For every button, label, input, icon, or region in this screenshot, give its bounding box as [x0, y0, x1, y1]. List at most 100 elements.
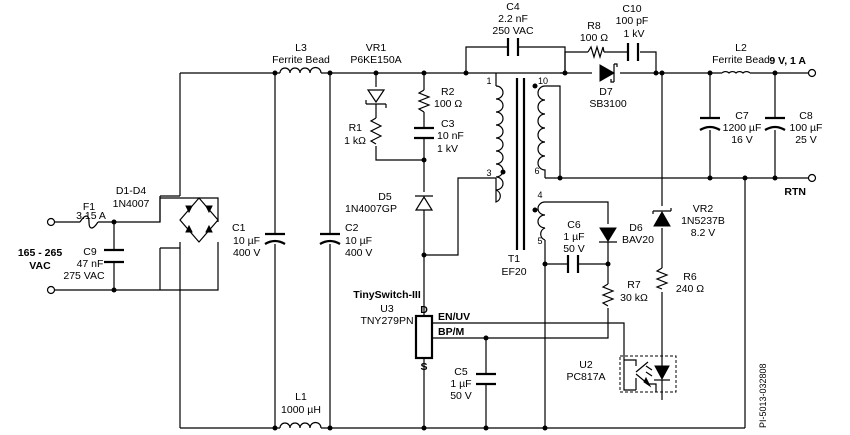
- terminals: [46, 68, 817, 295]
- c7-value2: 16 V: [731, 134, 753, 146]
- resistor-r1-symbol: [369, 117, 383, 145]
- labels: 165 - 265 VAC F1 3.15 A C9 47 nF 275 VAC…: [18, 1, 823, 428]
- r8-value: 100 Ω: [580, 32, 608, 44]
- r7-value: 30 kΩ: [620, 292, 648, 304]
- l1-value: 1000 µH: [281, 404, 321, 416]
- c1-value2: 400 V: [233, 247, 260, 259]
- u2-value: PC817A: [566, 371, 605, 383]
- c5-value2: 50 V: [450, 390, 472, 402]
- c8-value1: 100 µF: [790, 122, 823, 134]
- r6-ref: R6: [683, 271, 697, 283]
- ic-pin-s: S: [420, 361, 427, 373]
- r6-value: 240 Ω: [676, 283, 704, 295]
- c6-value2: 50 V: [563, 243, 585, 255]
- ic-pin-d: D: [420, 304, 428, 316]
- d7-ref: D7: [599, 86, 613, 98]
- resistor-r7-symbol: [601, 283, 615, 307]
- c4-ref: C4: [506, 1, 520, 13]
- c2-value1: 10 µF: [345, 235, 372, 247]
- l1-ref: L1: [295, 391, 307, 403]
- c8-ref: C8: [799, 110, 813, 122]
- c8-value2: 25 V: [795, 134, 817, 146]
- input-voltage-label: 165 - 265: [18, 247, 63, 259]
- l2-value: Ferrite Bead: [712, 54, 770, 66]
- ic-pin-bp-m: BP/M: [438, 326, 465, 338]
- d6-ref: D6: [629, 222, 643, 234]
- optocoupler-u2-symbol: [619, 355, 677, 393]
- d1-value: 1N4007: [113, 198, 150, 210]
- t1-value: EF20: [501, 266, 526, 278]
- resistor-r8-symbol: [587, 44, 605, 60]
- capacitor-c8-symbol: [764, 116, 786, 131]
- ic-u3-body: [414, 314, 434, 360]
- ac-input-terminal-2: [46, 285, 56, 295]
- capacitor-c7-symbol: [699, 116, 721, 131]
- vr1-value: P6KE150A: [350, 54, 401, 66]
- t1-pin-6: 6: [534, 166, 539, 176]
- zener-vr2-symbol: [652, 208, 672, 227]
- inductor-l1-symbol: [279, 421, 322, 429]
- ac-input-terminal-1: [46, 217, 56, 227]
- c4-value2: 250 VAC: [492, 25, 534, 37]
- r1-ref: R1: [349, 122, 363, 134]
- diode-d6-symbol: [599, 227, 617, 243]
- c4-value1: 2.2 nF: [498, 13, 528, 25]
- c1-value1: 10 µF: [233, 235, 260, 247]
- c10-value2: 1 kV: [623, 28, 644, 40]
- c7-value1: 1200 µF: [723, 122, 762, 134]
- f1-value: 3.15 A: [76, 210, 106, 222]
- t1-ref: T1: [508, 253, 520, 265]
- f1-ref: F1: [83, 201, 95, 213]
- c2-value2: 400 V: [345, 247, 372, 259]
- c9-value2: 275 VAC: [63, 270, 105, 282]
- d6-value: BAV20: [622, 234, 654, 246]
- resistor-r2-symbol: [417, 89, 431, 113]
- ic-part-label: TNY279PN: [360, 315, 413, 327]
- r2-value: 100 Ω: [434, 98, 462, 110]
- c5-value1: 1 µF: [450, 378, 471, 390]
- t1-pin-5: 5: [537, 236, 542, 246]
- t1-pin-3: 3: [486, 168, 491, 178]
- u2-ref: U2: [579, 359, 593, 371]
- vr2-value2: 8.2 V: [691, 227, 716, 239]
- capacitor-c9-symbol: [104, 248, 124, 264]
- c6-value1: 1 µF: [563, 231, 584, 243]
- c5-ref: C5: [454, 366, 468, 378]
- inductor-l3-symbol: [279, 66, 322, 74]
- l2-ref: L2: [735, 42, 747, 54]
- c10-ref: C10: [622, 3, 641, 15]
- c2-ref: C2: [345, 222, 359, 234]
- r7-ref: R7: [627, 279, 641, 291]
- capacitor-c10-symbol: [626, 43, 640, 61]
- ic-ref-label: U3: [380, 303, 394, 315]
- output-terminal-positive: [807, 68, 817, 78]
- output-terminal-return: [807, 173, 817, 183]
- l3-value: Ferrite Bead: [272, 54, 330, 66]
- capacitor-c4-symbol: [506, 38, 520, 56]
- vr2-ref: VR2: [693, 203, 714, 215]
- transformer-t1-symbol: [495, 78, 546, 250]
- t1-pin-4: 4: [537, 190, 542, 200]
- output-voltage-label: 9 V, 1 A: [769, 55, 806, 67]
- capacitor-c2-symbol: [319, 232, 341, 245]
- junction-dots: [111, 70, 778, 431]
- c9-value1: 47 nF: [77, 258, 104, 270]
- l3-ref: L3: [295, 42, 307, 54]
- t1-pin-10: 10: [538, 76, 548, 86]
- c3-ref: C3: [441, 118, 455, 130]
- input-unit-label: VAC: [29, 260, 51, 272]
- c7-ref: C7: [735, 110, 749, 122]
- c1-ref: C1: [232, 222, 246, 234]
- fuse-f1-symbol: [79, 215, 99, 229]
- output-return-label: RTN: [784, 186, 806, 198]
- resistor-r6-symbol: [655, 267, 669, 290]
- diode-d5-symbol: [414, 195, 434, 211]
- vr1-ref: VR1: [366, 42, 387, 54]
- wiring: [55, 46, 808, 429]
- c10-value1: 100 pF: [616, 15, 649, 27]
- t1-pin-1: 1: [486, 76, 491, 86]
- c3-value1: 10 nF: [437, 130, 464, 142]
- ic-pin-en-uv: EN/UV: [438, 311, 470, 323]
- capacitor-c5-symbol: [476, 372, 496, 386]
